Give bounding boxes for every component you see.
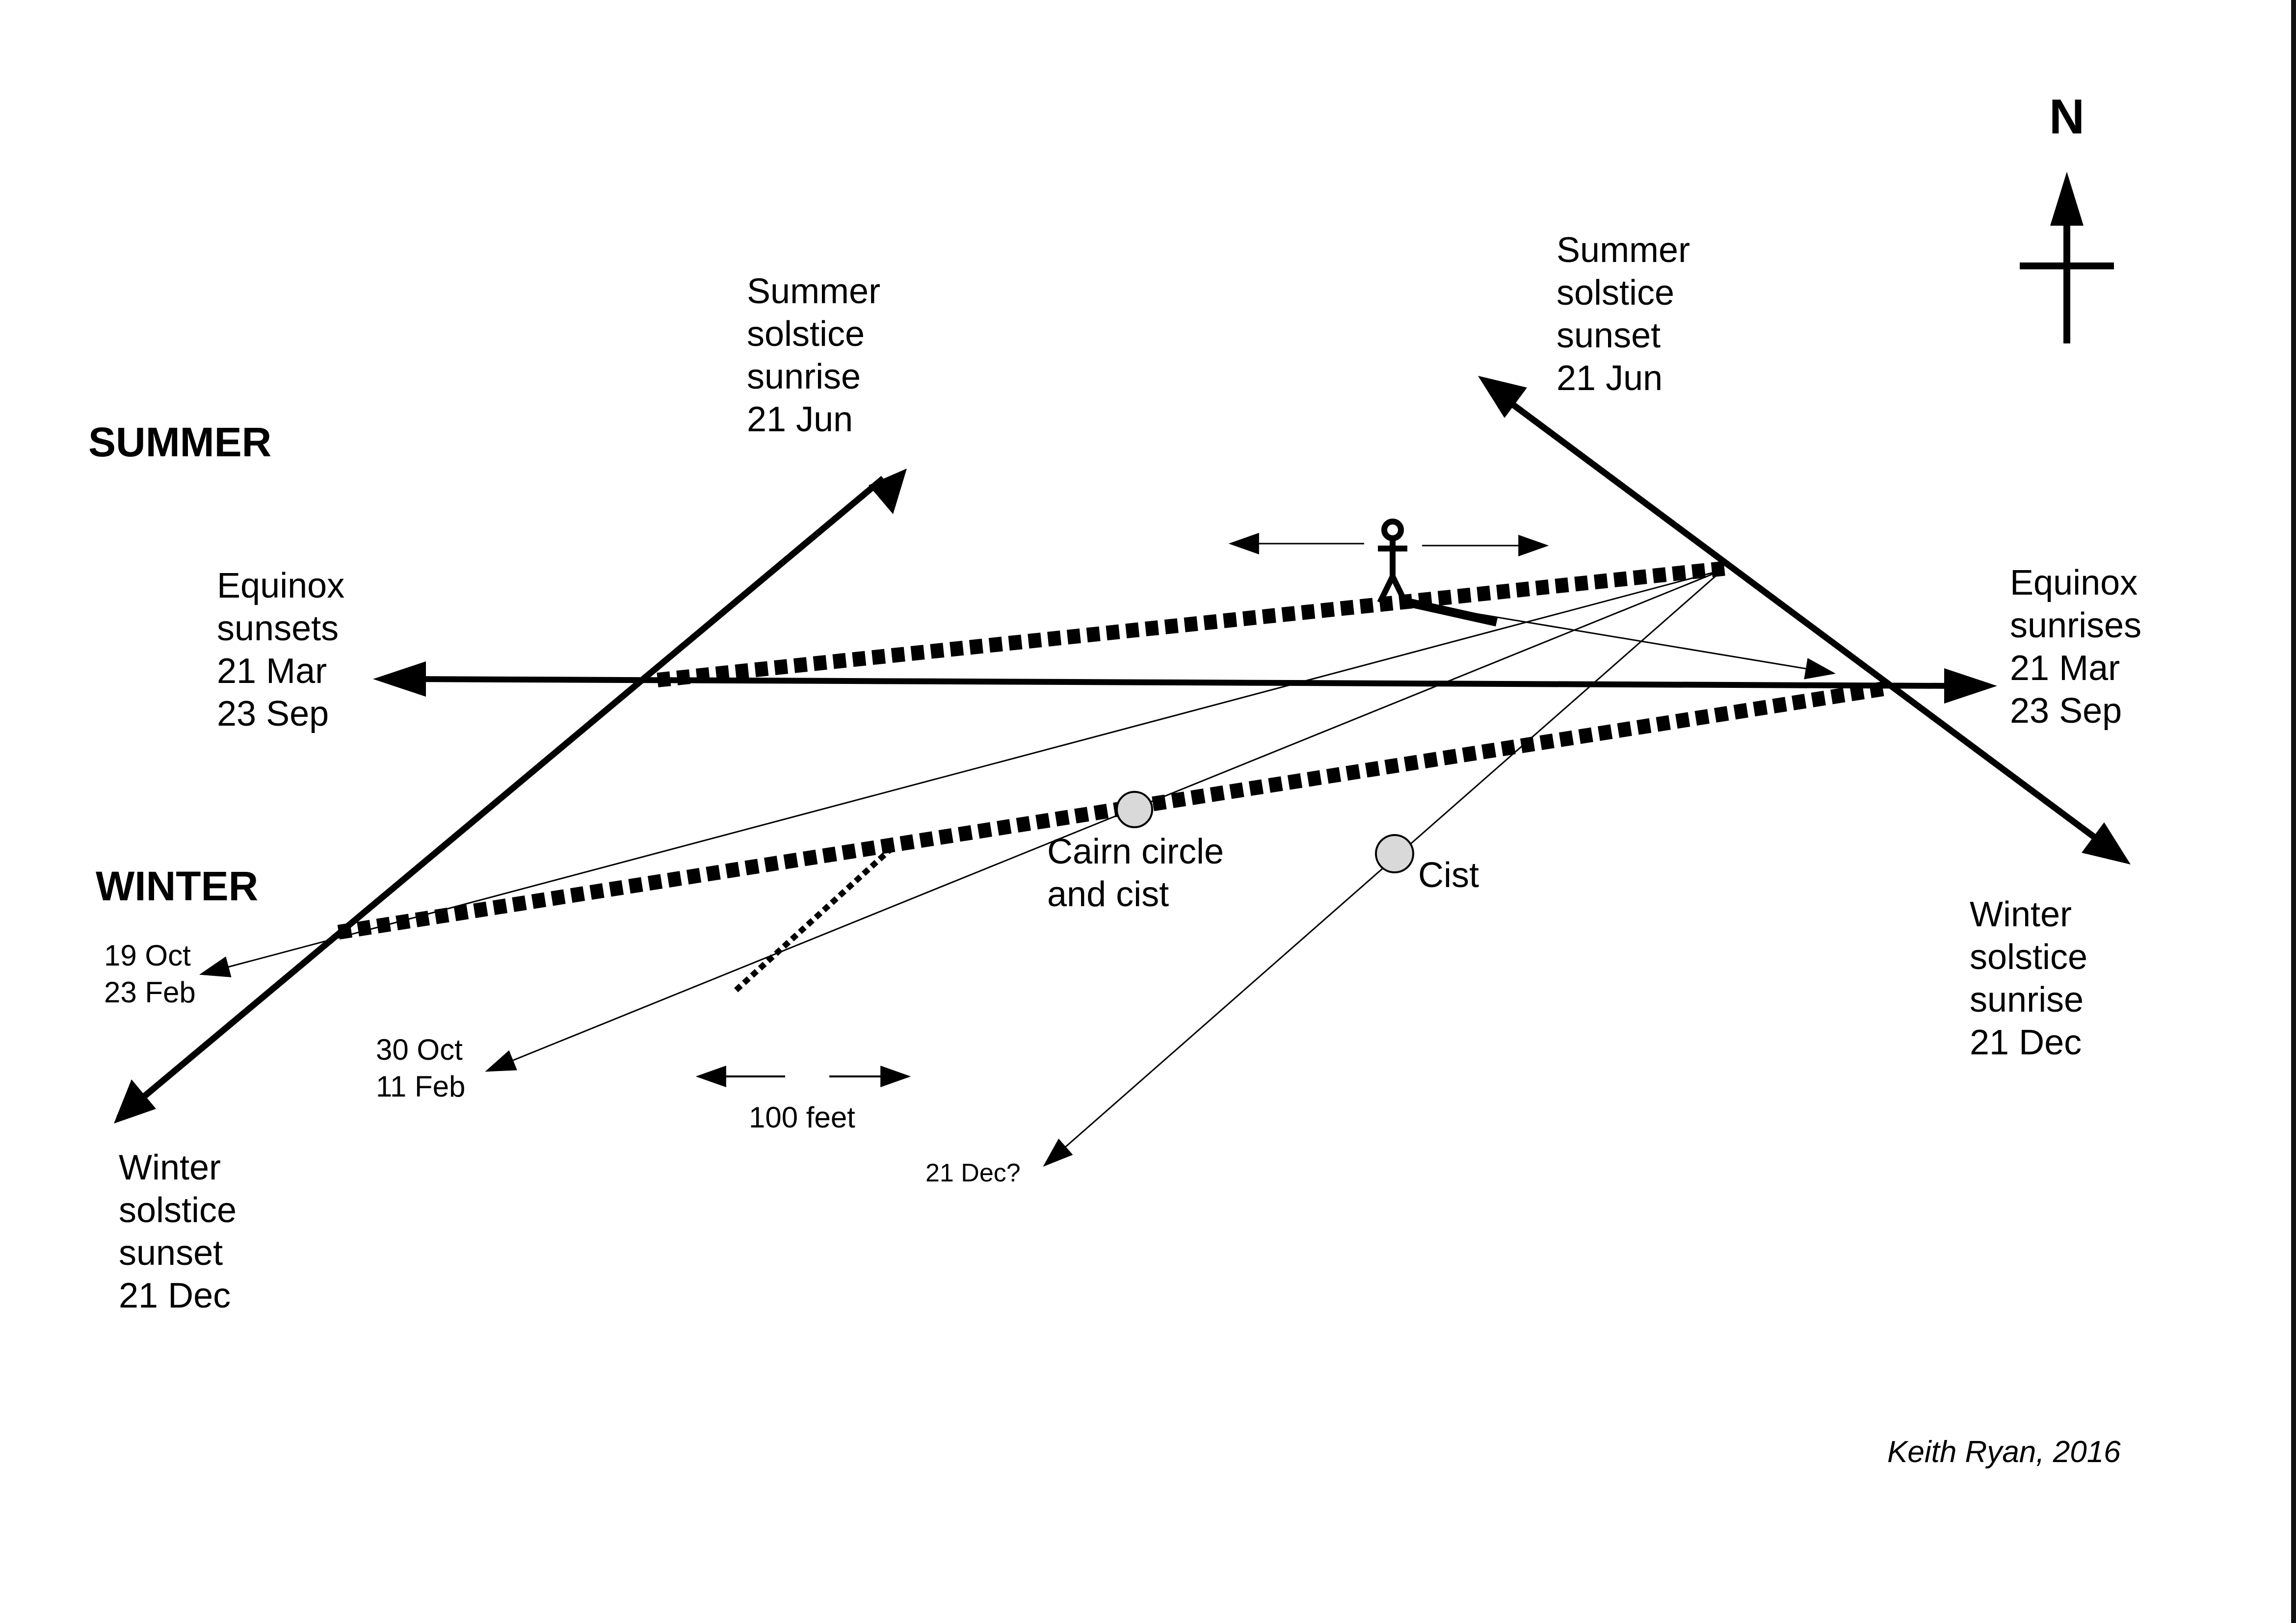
cairn-circle-marker (1116, 791, 1153, 828)
svg-text:23 Feb: 23 Feb (104, 976, 196, 1009)
observer-pointer (1407, 598, 1498, 627)
winter-sunrise-label: Winter solstice sunrise 21 Dec (1970, 895, 2087, 1062)
summer-heading: SUMMER (88, 419, 271, 465)
summer-sunset-label: Summer solstice sunset 21 Jun (1557, 231, 1690, 398)
summer-sunrise-arrowhead (869, 469, 907, 514)
cairn-label: Cairn circle and cist (1047, 832, 1224, 914)
winter-sunset-label: Winter solstice sunset 21 Dec (119, 1148, 237, 1315)
svg-text:Equinox: Equinox (217, 566, 344, 605)
north-label: N (2049, 89, 2085, 144)
stick-figure-icon (1377, 519, 1408, 604)
date-label-oct19: 19 Oct 23 Feb (104, 939, 196, 1009)
summer-sunset-winter-sunrise-line (1478, 376, 2131, 864)
summer-sunset-arrowhead (1478, 376, 1527, 418)
svg-text:Equinox: Equinox (2010, 563, 2138, 602)
winter-sunrise-arrowhead (2082, 822, 2131, 864)
equinox-sunrise-arrowhead (1944, 668, 1997, 704)
svg-text:Summer: Summer (747, 272, 880, 311)
short-dotted-wall (734, 845, 895, 993)
svg-text:sunrise: sunrise (747, 357, 861, 396)
sight-line-oct30 (485, 569, 1723, 1072)
svg-text:Winter: Winter (119, 1148, 221, 1187)
sight-line-oct19 (199, 569, 1723, 977)
svg-text:21 Jun: 21 Jun (1557, 359, 1663, 398)
svg-text:sunrises: sunrises (2010, 606, 2141, 645)
svg-text:Winter: Winter (1970, 895, 2072, 934)
lower-dashed-alignment (337, 681, 1891, 940)
winter-sunset-arrowhead (114, 1079, 156, 1124)
sight-line-observer (1408, 602, 1836, 680)
svg-text:and cist: and cist (1047, 875, 1169, 914)
svg-text:Summer: Summer (1557, 231, 1690, 270)
equinox-sunrises-label: Equinox sunrises 21 Mar 23 Sep (2010, 563, 2141, 731)
svg-text:30 Oct: 30 Oct (376, 1033, 463, 1066)
svg-text:19 Oct: 19 Oct (104, 939, 191, 972)
svg-text:21 Dec: 21 Dec (1970, 1023, 2082, 1062)
winter-heading: WINTER (96, 863, 258, 909)
cist-label: Cist (1418, 856, 1479, 895)
svg-text:sunset: sunset (1557, 316, 1661, 355)
svg-text:23 Sep: 23 Sep (2010, 691, 2122, 731)
equinox-sunsets-label: Equinox sunsets 21 Mar 23 Sep (217, 566, 344, 733)
svg-text:sunset: sunset (119, 1233, 223, 1273)
svg-text:solstice: solstice (1970, 938, 2087, 977)
summer-sunrise-winter-sunset-line (114, 469, 907, 1124)
svg-text:solstice: solstice (1557, 273, 1674, 313)
scale-label: 100 feet (749, 1101, 855, 1134)
svg-text:sunsets: sunsets (217, 609, 339, 648)
svg-text:21 Mar: 21 Mar (2010, 649, 2120, 688)
svg-text:11 Feb: 11 Feb (376, 1070, 465, 1103)
svg-text:23 Sep: 23 Sep (217, 694, 329, 733)
svg-text:21 Jun: 21 Jun (747, 400, 853, 439)
svg-text:Cairn circle: Cairn circle (1047, 832, 1224, 871)
svg-text:sunrise: sunrise (1970, 980, 2084, 1020)
svg-text:solstice: solstice (119, 1191, 237, 1230)
svg-text:solstice: solstice (747, 314, 865, 354)
svg-text:21 Mar: 21 Mar (217, 652, 327, 691)
observer-movement-arrows (1228, 533, 1549, 556)
date-label-oct30: 30 Oct 11 Feb (376, 1033, 465, 1103)
summer-sunrise-label: Summer solstice sunrise 21 Jun (747, 272, 880, 439)
scan-edge (2291, 0, 2296, 1623)
date-label-dec21: 21 Dec? (925, 1159, 1021, 1187)
cist-marker (1375, 834, 1414, 873)
equinox-sunset-arrowhead (373, 661, 426, 697)
svg-text:21 Dec: 21 Dec (119, 1276, 231, 1315)
upper-dashed-alignment (657, 561, 1728, 687)
north-arrow-icon (2020, 172, 2114, 343)
author-credit: Keith Ryan, 2016 (1887, 1435, 2121, 1469)
